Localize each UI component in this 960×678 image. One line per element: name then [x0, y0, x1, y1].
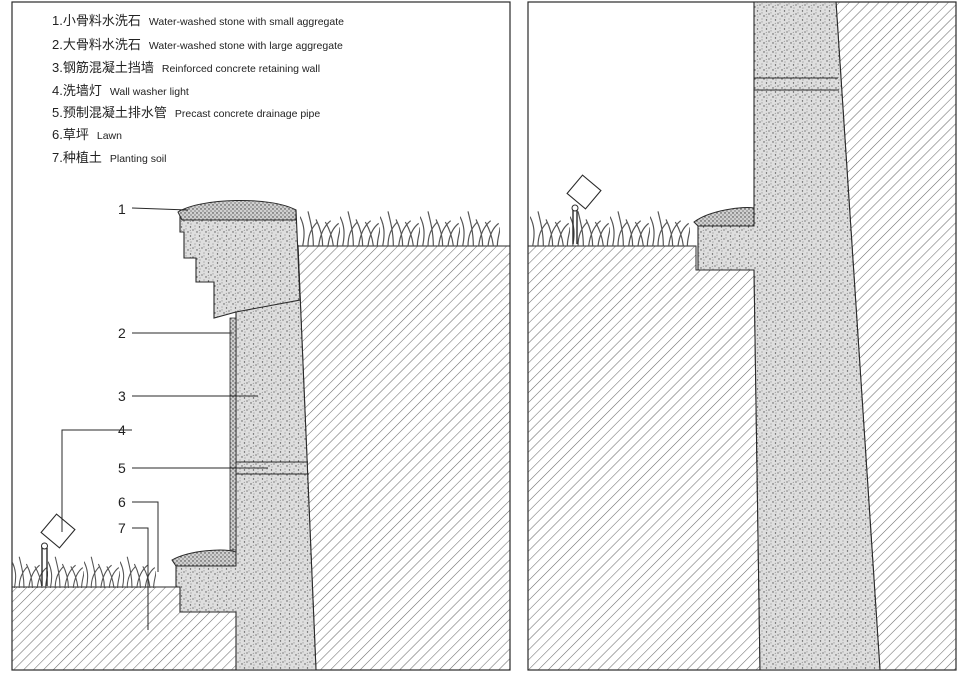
lawn-grass-icon — [530, 210, 690, 246]
callout-1: 1 — [118, 201, 126, 217]
upper-planting-soil — [297, 245, 511, 671]
right-lower-coping — [693, 207, 755, 227]
callout-4: 4 — [118, 422, 126, 438]
leader-lines — [61, 207, 268, 630]
callout-7: 7 — [118, 520, 126, 536]
callout-3: 3 — [118, 388, 126, 404]
large-aggregate-facing — [229, 317, 237, 551]
callout-labels: 1 2 3 4 5 6 7 — [118, 201, 126, 536]
right-lower-soil — [527, 245, 761, 671]
wall-washer-light-icon — [40, 513, 76, 586]
callout-5: 5 — [118, 460, 126, 476]
callout-2: 2 — [118, 325, 126, 341]
callout-6: 6 — [118, 494, 126, 510]
stepped-coping — [179, 209, 301, 319]
lower-coping-cap — [171, 549, 237, 567]
wall-washer-light-icon — [566, 174, 602, 244]
small-aggregate-cap — [177, 200, 297, 221]
